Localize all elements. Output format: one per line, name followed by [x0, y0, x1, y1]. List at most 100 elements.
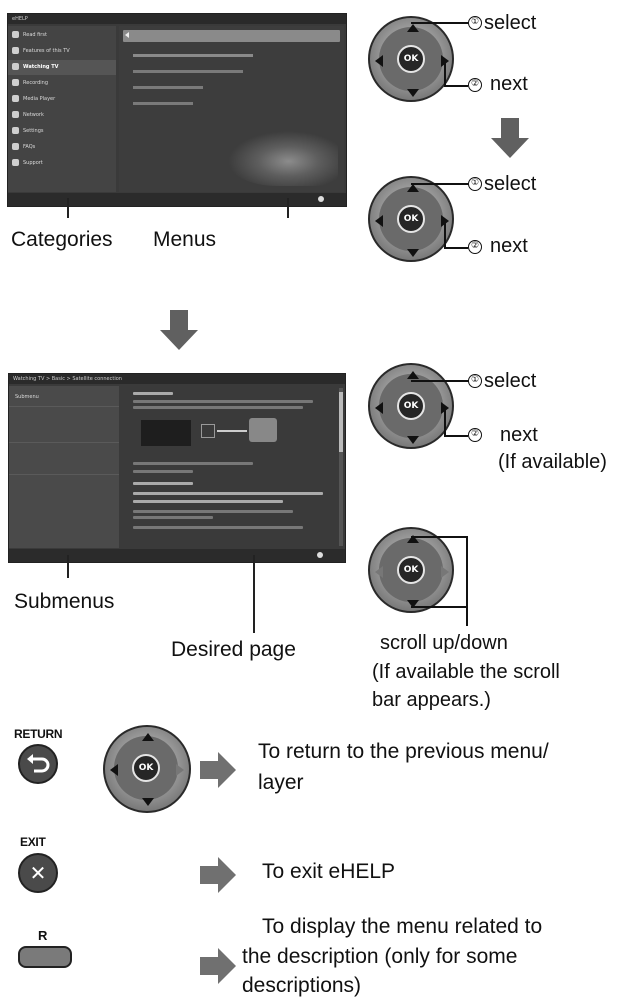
category-icon [12, 63, 19, 70]
exit-button[interactable]: ✕ [18, 853, 58, 893]
left-arrow-icon [110, 764, 118, 776]
category-icon [12, 127, 19, 134]
left-arrow-icon [375, 402, 383, 414]
step-1-badge: ① [468, 16, 482, 30]
up-arrow-icon [407, 184, 419, 192]
down-arrow-icon [491, 118, 529, 158]
category-item[interactable]: FAQs [8, 140, 116, 155]
menu-illustration [228, 131, 338, 186]
ok-button[interactable]: OK [397, 556, 425, 584]
scroll-note-2: bar appears.) [372, 689, 491, 711]
menu-item[interactable] [133, 102, 193, 105]
exit-description: To exit eHELP [262, 860, 396, 883]
screen-header: Watching TV > Basic > Satellite connecti… [9, 374, 345, 384]
dpad-remote-3[interactable]: OK [368, 363, 454, 449]
label-submenus: Submenus [14, 590, 115, 613]
r-description-1: To display the menu related to [262, 915, 543, 938]
category-item[interactable]: Features of this TV [8, 44, 116, 59]
step-2-badge: ② [468, 78, 482, 92]
ok-button[interactable]: OK [397, 45, 425, 73]
scroll-hint: scroll up/down [380, 632, 508, 654]
right-arrow-icon [200, 948, 236, 984]
ok-button[interactable]: OK [397, 205, 425, 233]
step-select: select [484, 173, 537, 195]
return-description-1: To return to the previous menu/ [258, 740, 549, 763]
step-2-badge: ② [468, 240, 482, 254]
r-button[interactable] [18, 946, 72, 968]
menu-item[interactable] [133, 70, 243, 73]
return-description-2: layer [258, 771, 304, 794]
category-item[interactable]: Support [8, 156, 116, 171]
desired-page-pointer [253, 555, 255, 633]
down-arrow-icon [407, 249, 419, 257]
ok-dot-icon [317, 552, 323, 558]
scrollbar[interactable] [339, 388, 343, 546]
down-arrow-icon [407, 600, 419, 608]
ok-hint [317, 552, 339, 559]
left-arrow-icon [375, 215, 383, 227]
dpad-remote-scroll[interactable]: OK [368, 527, 454, 613]
ehelp-screen-bottom: Watching TV > Basic > Satellite connecti… [8, 373, 346, 563]
r-description-3: descriptions) [242, 974, 362, 997]
ok-button[interactable]: OK [397, 392, 425, 420]
screen-footer [9, 549, 345, 562]
dpad-remote-1[interactable]: OK [368, 16, 454, 102]
screen-header: eHELP [8, 14, 346, 24]
close-icon: ✕ [29, 861, 47, 885]
step-select: select [484, 370, 537, 392]
up-arrow-icon [407, 24, 419, 32]
ehelp-screen-top: eHELP Read first Features of this TV Wat… [7, 13, 347, 207]
menu-selection-bar[interactable] [123, 30, 340, 42]
page-device-image [249, 418, 277, 442]
categories-list: Read first Features of this TV Watching … [8, 26, 116, 192]
submenu-title[interactable]: Submenu [15, 394, 39, 400]
categories-pointer [67, 198, 69, 218]
left-arrow-icon [375, 55, 383, 67]
category-item[interactable]: Settings [8, 124, 116, 139]
right-arrow-icon [200, 857, 236, 893]
ok-dot-icon [318, 196, 324, 202]
submenus-list: Submenu [9, 386, 119, 548]
category-item[interactable]: Network [8, 108, 116, 123]
category-item[interactable]: Read first [8, 28, 116, 43]
scrollbar-thumb[interactable] [339, 392, 343, 452]
dpad-remote-return[interactable]: OK [103, 725, 191, 813]
return-icon [20, 746, 56, 782]
menu-item[interactable] [133, 54, 253, 57]
label-categories: Categories [11, 228, 113, 251]
down-arrow-icon [160, 310, 198, 350]
step-2-badge: ② [468, 428, 482, 442]
step-next: next [490, 235, 528, 257]
category-item-active[interactable]: Watching TV [8, 60, 116, 75]
r-label: R [38, 928, 48, 943]
down-arrow-icon [142, 798, 154, 806]
right-arrow-icon [176, 764, 184, 776]
step-if-available: (If available) [498, 451, 607, 473]
category-icon [12, 47, 19, 54]
ok-hint [318, 196, 340, 203]
step-1-badge: ① [468, 177, 482, 191]
screen-footer [8, 193, 346, 206]
up-arrow-icon [142, 733, 154, 741]
return-button[interactable] [18, 744, 58, 784]
dpad-remote-2[interactable]: OK [368, 176, 454, 262]
category-item[interactable]: Media Player [8, 92, 116, 107]
down-arrow-icon [407, 89, 419, 97]
r-description-2: the description (only for some [242, 945, 518, 968]
menus-pointer [287, 198, 289, 218]
category-icon [12, 31, 19, 38]
up-arrow-icon [407, 535, 419, 543]
ok-button[interactable]: OK [132, 754, 160, 782]
menus-area [119, 26, 344, 192]
category-item[interactable]: Recording [8, 76, 116, 91]
label-desired-page: Desired page [171, 638, 296, 661]
right-arrow-icon [200, 752, 236, 788]
label-menus: Menus [153, 228, 217, 251]
step-next: next [500, 424, 538, 446]
step-1-badge: ① [468, 374, 482, 388]
left-arrow-icon [125, 32, 129, 38]
menu-item[interactable] [133, 86, 203, 89]
category-icon [12, 95, 19, 102]
left-arrow-icon [375, 566, 383, 578]
exit-label: EXIT [20, 835, 46, 849]
